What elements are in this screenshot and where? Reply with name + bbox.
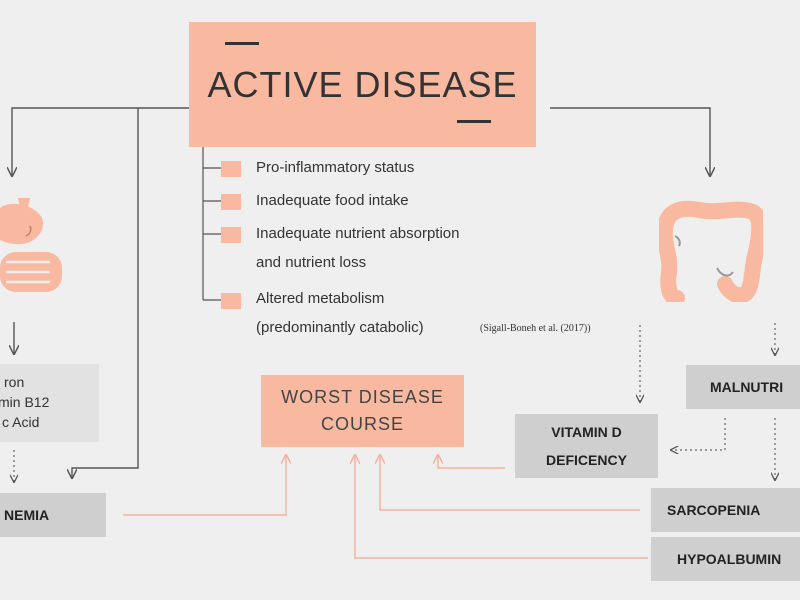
cause-marker (221, 194, 241, 210)
cause-item: Altered metabolism (256, 290, 385, 307)
vitamin-d-box: VITAMIN D DEFICENCY (515, 414, 658, 478)
sarcopenia-label: SARCOPENIA (667, 502, 761, 518)
pink-anemia-to-worst (123, 455, 286, 516)
title-dash-top (225, 42, 259, 45)
pink-sarcopenia-to-worst (380, 455, 640, 511)
anemia-label: NEMIA (4, 507, 50, 523)
worst-course-line-1: WORST DISEASE (281, 387, 444, 407)
sarcopenia-box: SARCOPENIA (651, 488, 800, 532)
citation: (Sigall-Boneh et al. (2017)) (480, 323, 591, 334)
worst-course-line-2: COURSE (320, 414, 404, 434)
line-title-to-stomach (12, 107, 189, 176)
nutrient-deficiency-box (0, 364, 99, 442)
cause-item-continued: and nutrient loss (256, 254, 367, 271)
hypoalbumin-box: HYPOALBUMIN (651, 537, 800, 581)
cause-marker (221, 227, 241, 243)
cause-item: Inadequate nutrient absorption (256, 225, 460, 242)
dotted-malnutrition-to-vitaminD (671, 418, 726, 450)
title-dash-bottom (457, 120, 491, 123)
worst-disease-course-box: WORST DISEASE COURSE (261, 375, 464, 447)
colon-icon (659, 200, 763, 302)
nutrient-b12: min B12 (0, 394, 50, 410)
stomach-intestine-icon (0, 198, 62, 292)
cause-marker (221, 161, 241, 177)
vitamin-d-line-1: VITAMIN D (551, 424, 622, 440)
malnutrition-box: MALNUTRI (686, 365, 800, 409)
line-title-to-colon (550, 107, 710, 176)
pink-vitaminD-to-worst (438, 455, 505, 469)
hypoalbumin-label: HYPOALBUMIN (677, 551, 782, 567)
anemia-box: NEMIA (0, 493, 106, 537)
nutrient-iron: ron (4, 374, 25, 390)
cause-item: Inadequate food intake (256, 192, 409, 209)
pink-hypoalbumin-to-worst (355, 455, 648, 559)
cause-item-continued: (predominantly catabolic) (256, 319, 424, 336)
active-disease-box: ACTIVE DISEASE (189, 22, 536, 147)
nutrient-folic: c Acid (2, 414, 40, 430)
cause-item: Pro-inflammatory status (256, 159, 415, 176)
line-title-to-anemia (72, 108, 139, 478)
cause-marker (221, 293, 241, 309)
active-disease-title: ACTIVE DISEASE (207, 63, 518, 105)
vitamin-d-line-2: DEFICENCY (546, 452, 627, 468)
malnutrition-label: MALNUTRI (710, 379, 784, 395)
